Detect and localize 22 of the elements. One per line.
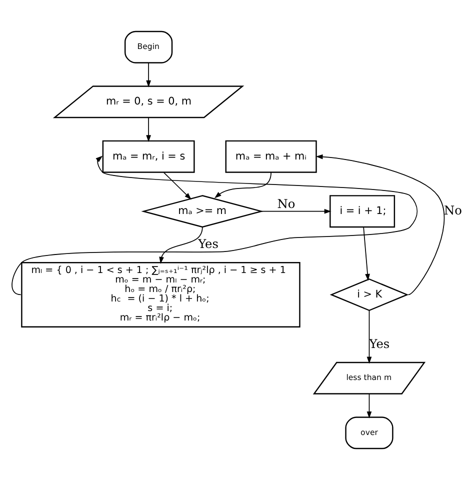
arrow xyxy=(146,62,151,88)
arrow xyxy=(366,310,372,364)
arrow xyxy=(214,172,272,198)
arrow xyxy=(146,117,151,142)
node-diamond: mₐ >= m xyxy=(141,195,264,228)
arrow xyxy=(316,154,445,296)
node-box: over xyxy=(345,416,394,450)
node-box: mₐ = mᵣ, i = s xyxy=(102,140,195,173)
arrow xyxy=(363,226,370,281)
arrow xyxy=(12,156,418,296)
edge-label: No xyxy=(444,204,462,218)
arrow xyxy=(163,172,192,200)
edge-label: Yes xyxy=(369,336,390,351)
arrow xyxy=(366,394,372,418)
node-box: mₐ = mₐ + mᵢ xyxy=(225,140,317,173)
edge-label: No xyxy=(277,197,296,212)
node-diamond: i > K xyxy=(330,278,409,312)
arrow xyxy=(159,226,203,264)
arrow xyxy=(261,208,332,214)
edge-label: Yes xyxy=(198,236,218,251)
node-box: Begin xyxy=(124,30,173,64)
node-box: i = i + 1; xyxy=(330,195,396,228)
